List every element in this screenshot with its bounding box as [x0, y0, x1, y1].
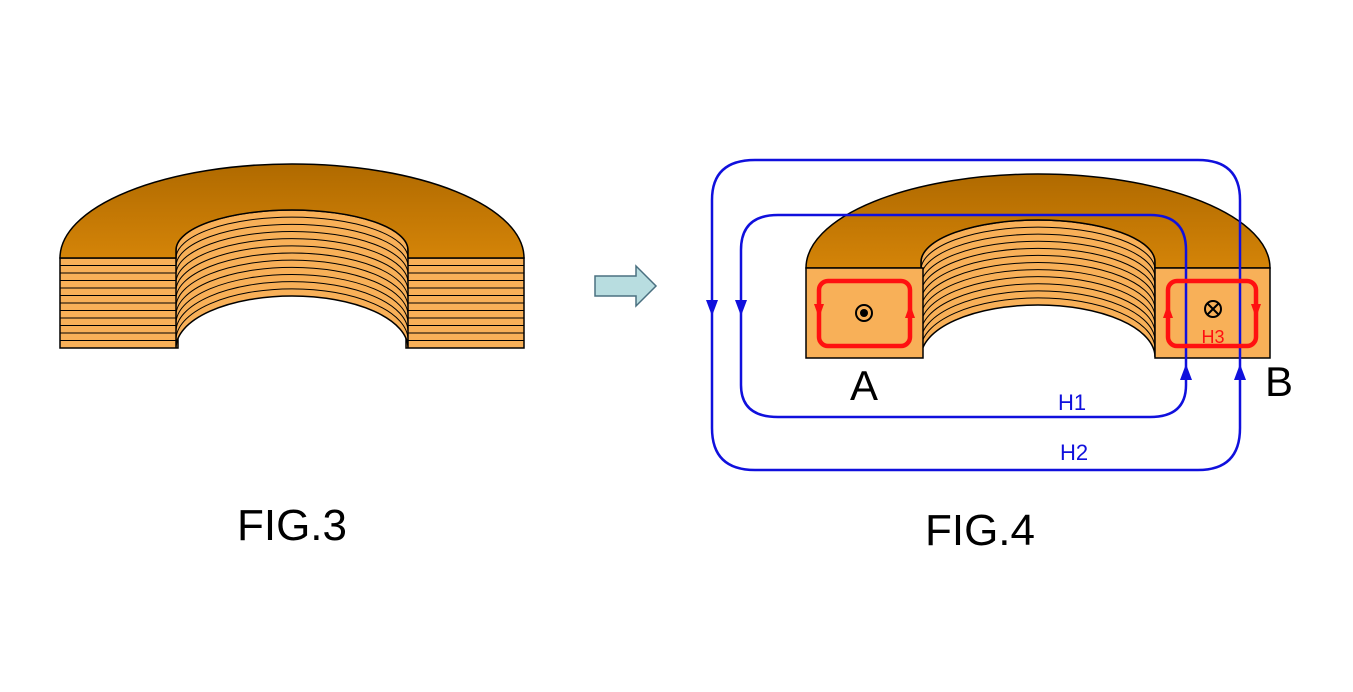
loop-b-right-arrow-icon — [1251, 304, 1261, 318]
label-b: B — [1265, 358, 1293, 405]
loop-a-left-arrow-icon — [814, 304, 824, 318]
field-line-h1 — [739, 213, 1188, 419]
lamination-arc — [920, 276, 1156, 326]
fig4-top-surface — [805, 173, 1271, 269]
lamination-arc — [175, 238, 409, 283]
lamination-arc — [920, 283, 1156, 334]
lamination-arc — [175, 281, 409, 332]
current-loops — [814, 278, 1261, 349]
lamination-arc — [920, 254, 1156, 302]
lamination-arc — [175, 216, 409, 259]
lamination-arc — [920, 233, 1156, 278]
field-line-h2 — [710, 158, 1242, 472]
lamination-arc — [175, 252, 409, 300]
lamination-arc — [175, 245, 409, 291]
fig3-laminated-core: FIG.3 — [59, 163, 525, 550]
label-h3: H3 — [1201, 327, 1224, 347]
loop-b-left-arrow-icon — [1163, 304, 1173, 318]
fig3-top-surface — [59, 163, 525, 259]
lamination-arc — [920, 269, 1156, 318]
current-into-page-icon — [1204, 300, 1222, 318]
lamination-arc — [175, 274, 409, 324]
lamination-arc — [920, 297, 1156, 350]
fig4-inner-wall — [920, 219, 1156, 358]
lamination-arc — [175, 259, 409, 308]
label-a: A — [850, 362, 878, 409]
lamination-arc — [920, 290, 1156, 342]
fig3-caption: FIG.3 — [237, 501, 347, 550]
fig3-inner-wall — [175, 209, 409, 349]
fig3-lamination-lines — [60, 216, 524, 341]
loop-a-right-arrow-icon — [905, 304, 915, 318]
field-lines — [706, 158, 1246, 472]
lamination-arc — [175, 231, 409, 275]
transition-arrow-icon — [594, 264, 658, 308]
label-h1: H1 — [1058, 390, 1086, 415]
h1-right-arrow-icon — [1180, 364, 1192, 380]
h2-left-arrow-icon — [706, 300, 718, 316]
fig4-cut-core — [805, 173, 1271, 359]
lamination-arc — [920, 240, 1156, 286]
lamination-arc — [175, 266, 409, 316]
lamination-arc — [175, 223, 409, 267]
lamination-arc — [920, 262, 1156, 310]
label-h2: H2 — [1060, 440, 1088, 465]
current-out-of-page-icon — [855, 304, 873, 322]
lamination-arc — [175, 288, 409, 340]
h2-right-arrow-icon — [1234, 364, 1246, 380]
h1-left-arrow-icon — [735, 300, 747, 316]
lamination-arc — [920, 226, 1156, 270]
lamination-arc — [920, 247, 1156, 294]
fig4-caption: FIG.4 — [925, 506, 1035, 555]
